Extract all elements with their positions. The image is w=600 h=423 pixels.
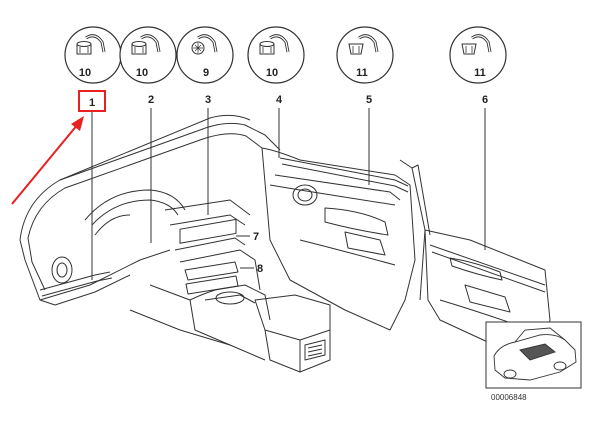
fastener-qty-2: 10 <box>136 67 148 79</box>
fastener-clip-icon <box>191 34 218 55</box>
callout-2: 2 <box>148 94 154 106</box>
fastener-clip-icon <box>131 34 161 55</box>
fastener-clip-icon <box>348 34 379 55</box>
callout-5: 5 <box>366 94 372 106</box>
fastener-clip-icon <box>461 34 492 55</box>
car-outline-icon <box>493 327 577 381</box>
callout-7: 7 <box>253 231 259 243</box>
fastener-clip-icon <box>259 34 290 55</box>
callout-6: 6 <box>482 94 488 106</box>
fastener-qty-4: 10 <box>266 67 278 79</box>
callout-1: 1 <box>89 97 95 109</box>
leader-lines <box>91 108 486 280</box>
callout-highlight-box <box>78 90 106 112</box>
fastener-detail-4: 10 <box>247 26 305 84</box>
callout-8: 8 <box>257 263 263 275</box>
diagram-number: 00006848 <box>491 393 527 402</box>
highlight-arrow-icon <box>11 116 84 205</box>
callout-3: 3 <box>205 94 211 106</box>
fastener-detail-3: 9 <box>176 26 234 84</box>
fastener-detail-2: 10 <box>119 26 177 84</box>
fastener-qty-3: 9 <box>203 67 209 79</box>
fastener-qty-1: 10 <box>79 67 91 79</box>
vehicle-location-inset <box>485 321 582 389</box>
callouts: 1 2 3 4 5 6 7 8 <box>89 94 488 275</box>
callout-4: 4 <box>276 94 283 106</box>
fastener-clip-icon <box>76 34 106 55</box>
fastener-qty-6: 11 <box>474 67 486 79</box>
fastener-detail-5: 11 <box>336 26 394 84</box>
fastener-detail-1: 10 <box>64 26 122 84</box>
interior-illustration <box>19 114 551 373</box>
fastener-qty-5: 11 <box>356 67 368 79</box>
fastener-detail-6: 11 <box>449 26 507 84</box>
